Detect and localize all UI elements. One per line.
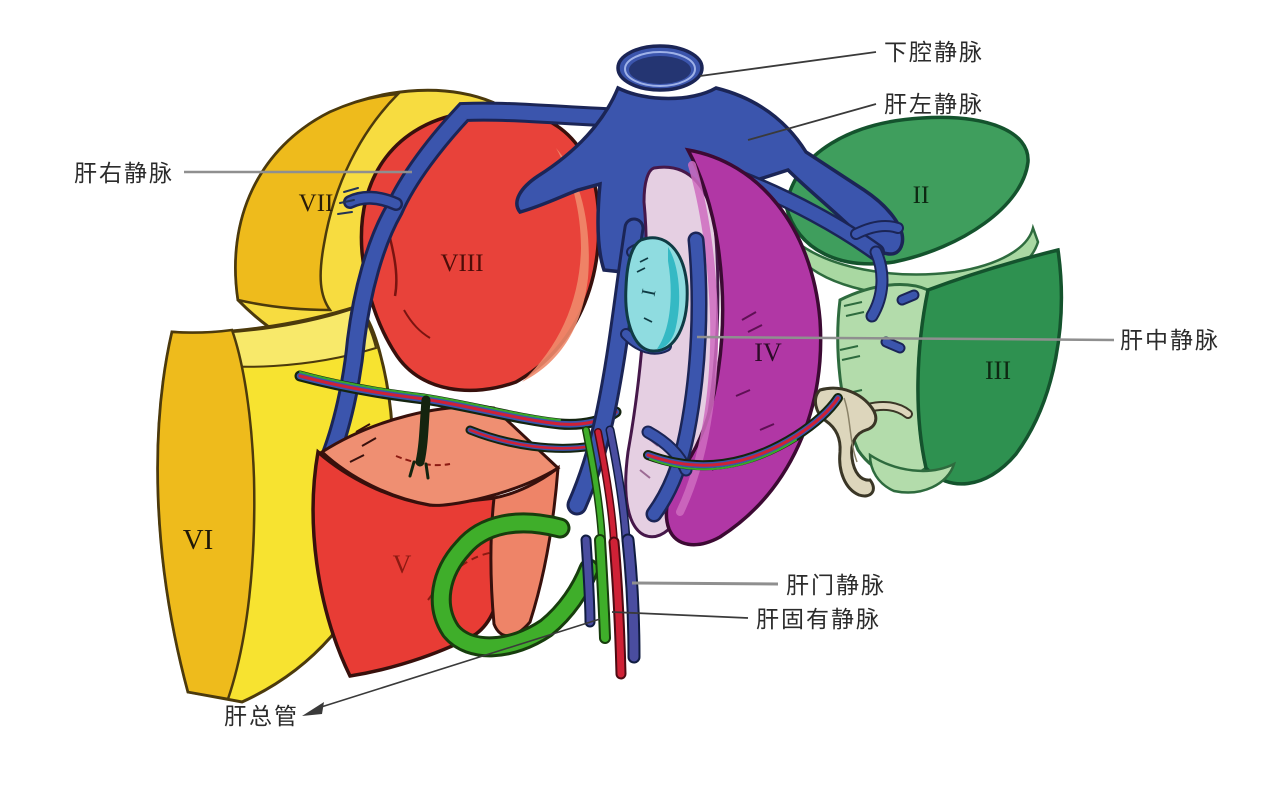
label-common-hepatic-duct: 肝总管 (224, 704, 299, 729)
numeral-viii: VIII (440, 250, 483, 277)
leader-lines (184, 51, 1115, 716)
leader-left-hepatic-vein (747, 103, 877, 141)
label-inferior-vena-cava: 下腔静脉 (884, 40, 984, 65)
arrowhead-common-hepatic-duct (302, 702, 324, 716)
label-right-hepatic-vein: 肝右静脉 (74, 161, 174, 186)
numeral-i: I (638, 287, 661, 298)
ivc-lumen (629, 56, 691, 84)
segment-i (624, 236, 689, 353)
segment-v-right-face (489, 464, 560, 638)
ivc-rim-highlight (624, 51, 696, 87)
leader-ivc (699, 51, 877, 77)
segment-vi-front-face (156, 328, 256, 701)
segment-v-hatches (349, 423, 377, 463)
leader-proper-hepatic (611, 611, 749, 619)
segment-iii-lower-lobe (868, 452, 957, 494)
label-proper-hepatic: 肝固有静脉 (756, 607, 881, 632)
hilar-vessels (430, 425, 641, 680)
segment-v-top-face (319, 405, 561, 507)
segment-v-crease (395, 455, 451, 467)
label-portal-vein: 肝门静脉 (786, 573, 886, 598)
segment-iii (836, 247, 1064, 494)
numeral-iv: IV (754, 338, 782, 367)
right-hepatic-vein (318, 101, 635, 472)
vein-hatches (337, 187, 359, 215)
segment-iv-hatches (711, 311, 775, 471)
segment-viii-crease (403, 309, 431, 339)
portal-triad-right (643, 393, 843, 471)
numeral-vii: VII (299, 190, 334, 217)
numeral-ii: II (913, 182, 930, 209)
segment-numerals: VII VIII VI V IV I II III (183, 182, 1011, 579)
numeral-v: V (393, 550, 412, 579)
label-middle-hepatic-vein: 肝中静脉 (1120, 328, 1220, 353)
leader-middle-hepatic-vein (696, 335, 1115, 342)
segment-iii-body (916, 247, 1064, 486)
label-left-hepatic-vein: 肝左静脉 (884, 92, 984, 117)
portal-triad-left (294, 370, 622, 480)
leader-common-hepatic-duct (317, 618, 601, 709)
segment-viii-highlight (522, 148, 589, 382)
numeral-vi: VI (183, 524, 214, 556)
numeral-iii: III (985, 356, 1011, 385)
segment-vii-outer-band (234, 92, 402, 312)
beige-duct-structure (813, 386, 913, 498)
segment-v-crease (427, 551, 495, 601)
segment-viii-crease (388, 237, 398, 297)
annotations: 下腔静脉 肝左静脉 肝右静脉 肝中静脉 肝门静脉 肝固有静脉 肝总管 (74, 40, 1220, 729)
segment-i-hatches (636, 257, 653, 323)
segment-iii-hatches (839, 301, 865, 405)
segment-i-shade (657, 247, 680, 349)
leader-portal-vein (631, 581, 779, 586)
